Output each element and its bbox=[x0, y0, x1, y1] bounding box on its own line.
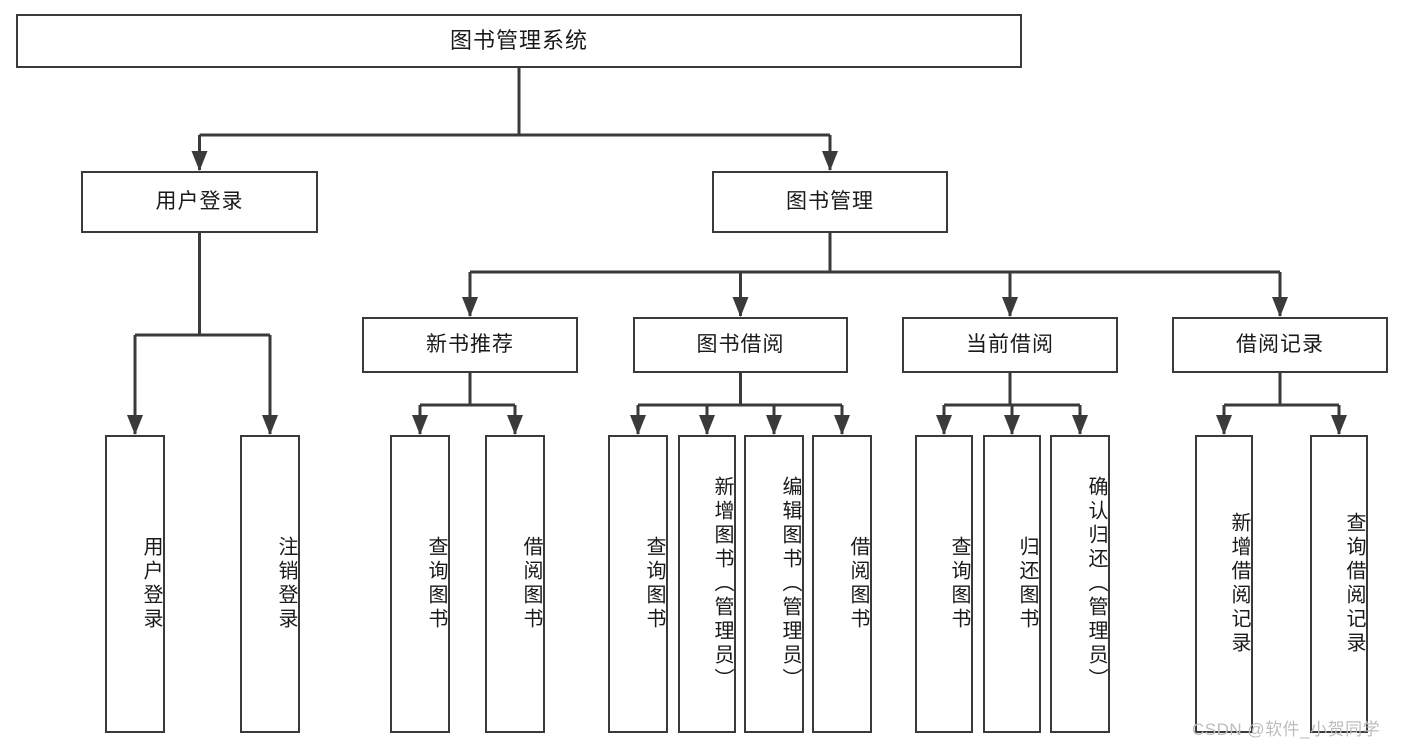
node-current[interactable]: 当前借阅 bbox=[902, 317, 1118, 373]
node-label: 借阅图书 bbox=[847, 536, 869, 632]
node-leaf-6[interactable]: 新增图书（管理员） bbox=[678, 435, 736, 733]
node-label: 编辑图书（管理员） bbox=[779, 476, 801, 692]
node-leaf-13[interactable]: 查询借阅记录 bbox=[1310, 435, 1368, 733]
node-leaf-8[interactable]: 借阅图书 bbox=[812, 435, 872, 733]
node-label: 查询图书 bbox=[643, 536, 665, 632]
node-label: 新书推荐 bbox=[426, 332, 514, 356]
arrowhead-icon bbox=[1002, 297, 1018, 317]
node-label: 图书管理 bbox=[786, 189, 874, 213]
arrowhead-icon bbox=[1331, 415, 1347, 435]
arrowhead-icon bbox=[630, 415, 646, 435]
node-label: 查询图书 bbox=[425, 536, 447, 632]
node-leaf-10[interactable]: 归还图书 bbox=[983, 435, 1041, 733]
node-label: 查询借阅记录 bbox=[1343, 512, 1365, 656]
node-leaf-9[interactable]: 查询图书 bbox=[915, 435, 973, 733]
arrowhead-icon bbox=[699, 415, 715, 435]
node-label: 用户登录 bbox=[140, 536, 162, 632]
node-label: 新增借阅记录 bbox=[1228, 512, 1250, 656]
node-label: 确认归还（管理员） bbox=[1085, 476, 1107, 692]
arrowhead-icon bbox=[766, 415, 782, 435]
node-records[interactable]: 借阅记录 bbox=[1172, 317, 1388, 373]
node-label: 图书管理系统 bbox=[449, 28, 588, 54]
node-leaf-5[interactable]: 查询图书 bbox=[608, 435, 668, 733]
watermark: CSDN @软件_小贺同学 bbox=[1192, 720, 1381, 739]
node-bookmgmt[interactable]: 图书管理 bbox=[712, 171, 948, 233]
node-label: 用户登录 bbox=[155, 189, 244, 213]
arrowhead-icon bbox=[834, 415, 850, 435]
node-leaf-3[interactable]: 查询图书 bbox=[390, 435, 450, 733]
node-borrow[interactable]: 图书借阅 bbox=[633, 317, 848, 373]
node-login[interactable]: 用户登录 bbox=[81, 171, 318, 233]
node-leaf-12[interactable]: 新增借阅记录 bbox=[1195, 435, 1253, 733]
node-leaf-2[interactable]: 注销登录 bbox=[240, 435, 300, 733]
node-newbook[interactable]: 新书推荐 bbox=[362, 317, 578, 373]
node-root[interactable]: 图书管理系统 bbox=[16, 14, 1022, 68]
arrowhead-icon bbox=[412, 415, 428, 435]
arrowhead-icon bbox=[191, 151, 208, 171]
arrowhead-icon bbox=[262, 415, 278, 435]
node-leaf-4[interactable]: 借阅图书 bbox=[485, 435, 545, 733]
arrowhead-icon bbox=[127, 415, 143, 435]
arrowhead-icon bbox=[1072, 415, 1088, 435]
node-label: 当前借阅 bbox=[966, 332, 1054, 356]
arrowhead-icon bbox=[732, 297, 749, 317]
node-label: 借阅图书 bbox=[520, 536, 542, 632]
arrowhead-icon bbox=[1216, 415, 1232, 435]
arrowhead-icon bbox=[462, 297, 478, 317]
node-leaf-11[interactable]: 确认归还（管理员） bbox=[1050, 435, 1110, 733]
arrowhead-icon bbox=[507, 415, 523, 435]
node-leaf-7[interactable]: 编辑图书（管理员） bbox=[744, 435, 804, 733]
node-label: 借阅记录 bbox=[1236, 332, 1324, 356]
node-label: 新增图书（管理员） bbox=[711, 476, 733, 692]
arrowhead-icon bbox=[822, 151, 838, 171]
arrowhead-icon bbox=[936, 415, 952, 435]
node-label: 查询图书 bbox=[948, 536, 970, 632]
arrowhead-icon bbox=[1004, 415, 1020, 435]
node-leaf-1[interactable]: 用户登录 bbox=[105, 435, 165, 733]
node-label: 归还图书 bbox=[1016, 536, 1038, 632]
node-label: 图书借阅 bbox=[696, 332, 785, 356]
node-label: 注销登录 bbox=[275, 536, 297, 632]
arrowhead-icon bbox=[1272, 297, 1288, 317]
